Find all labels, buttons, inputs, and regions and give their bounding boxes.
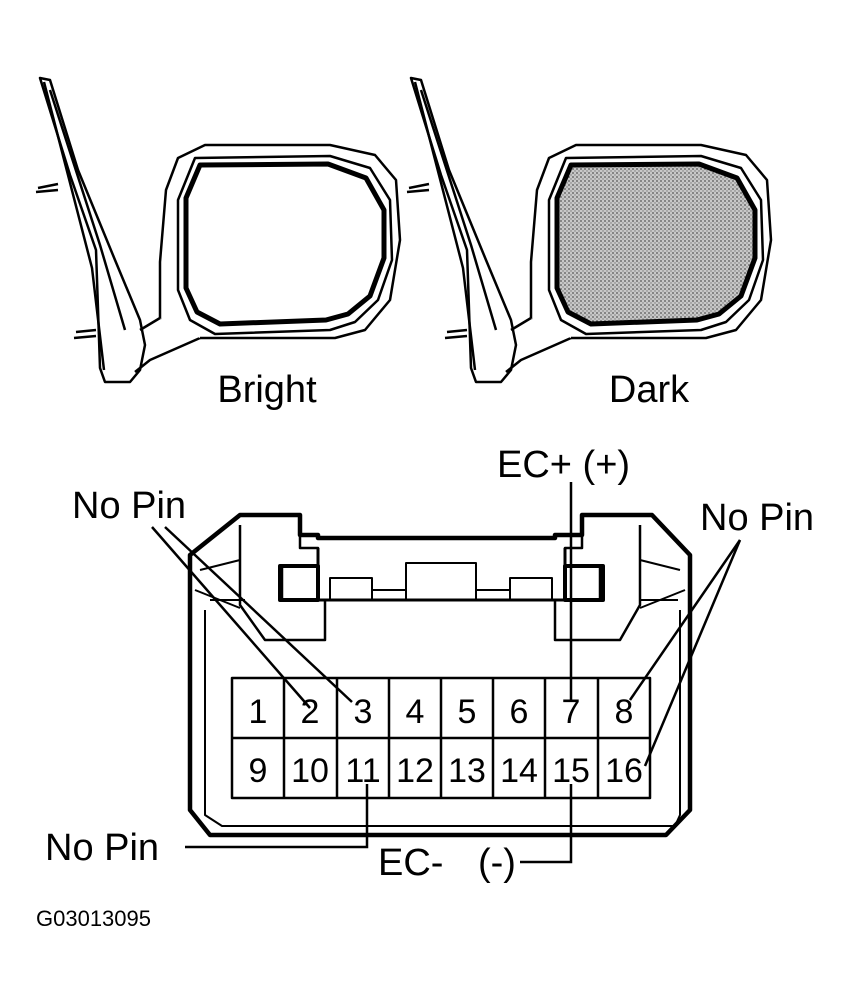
ec-minus-label: EC- <box>378 842 443 884</box>
pin-number: 16 <box>605 752 643 790</box>
connector-housing <box>187 512 693 838</box>
pin-row-top: 1 2 3 4 5 6 7 8 <box>249 693 634 731</box>
bright-label: Bright <box>217 369 317 411</box>
pin-number: 4 <box>406 693 425 731</box>
pin-number: 3 <box>354 693 373 731</box>
figure-code: G03013095 <box>36 906 151 931</box>
mirror-dark <box>406 76 773 384</box>
pin-number: 12 <box>396 752 434 790</box>
pin-number: 15 <box>552 752 590 790</box>
pin-number: 13 <box>448 752 486 790</box>
pin-number: 7 <box>562 693 581 731</box>
pin-number: 5 <box>458 693 477 731</box>
pin-row-bottom: 9 10 11 12 13 14 15 16 <box>249 752 643 790</box>
pin-number: 9 <box>249 752 268 790</box>
ec-plus-label: EC+ (+) <box>497 444 630 486</box>
pin-number: 8 <box>615 693 634 731</box>
mirror-bright <box>35 76 402 384</box>
pin-number: 1 <box>249 693 268 731</box>
leader-lines <box>151 482 742 864</box>
pin-number: 10 <box>291 752 329 790</box>
dark-label: Dark <box>609 369 690 411</box>
pin-number: 6 <box>510 693 529 731</box>
no-pin-right-label: No Pin <box>700 497 814 539</box>
pin-number: 14 <box>500 752 538 790</box>
no-pin-bottom-label: No Pin <box>45 827 159 869</box>
ec-minus-sign-label: (-) <box>478 842 516 884</box>
pin-number: 11 <box>345 752 380 790</box>
no-pin-left-label: No Pin <box>72 485 186 527</box>
